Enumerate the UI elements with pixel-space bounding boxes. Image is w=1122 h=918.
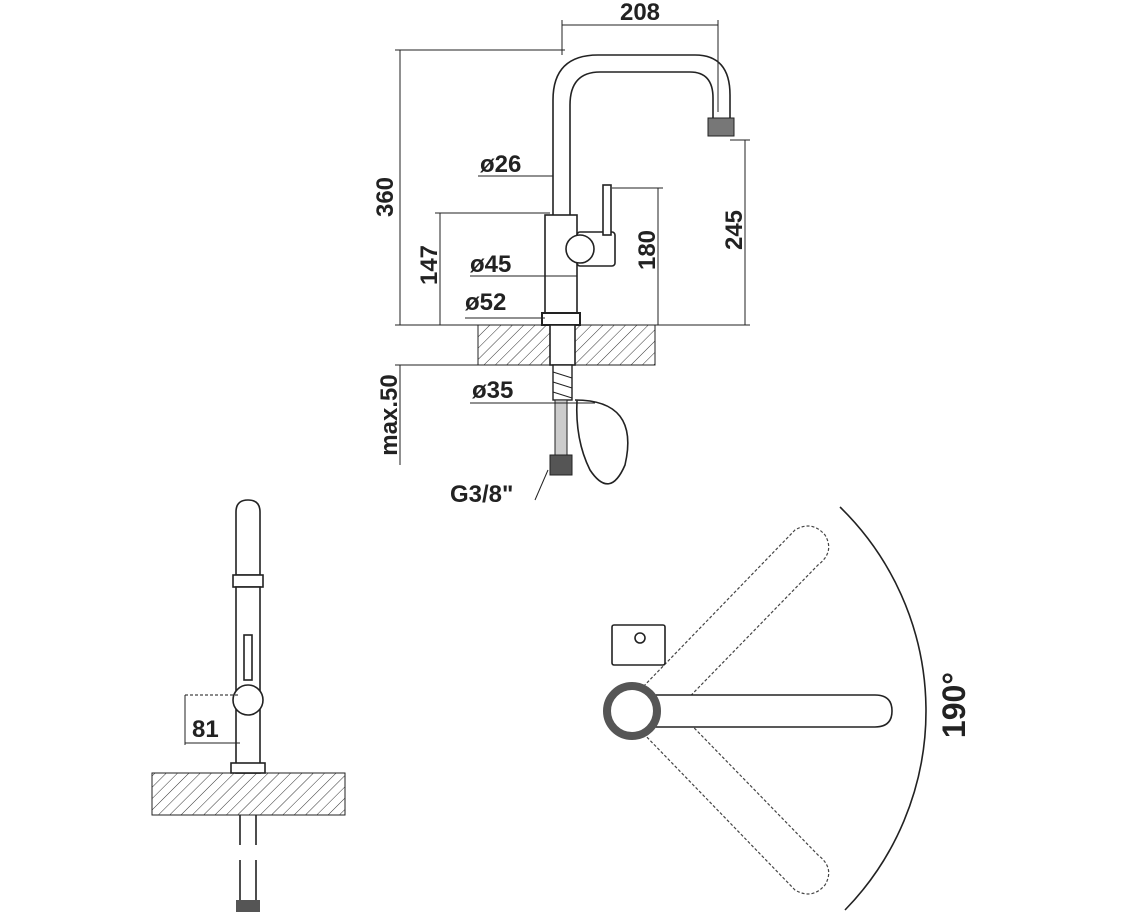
swivel-angle: 190°	[936, 672, 972, 738]
shank	[549, 324, 576, 366]
faucet-body	[544, 214, 578, 316]
base-ring	[541, 312, 581, 326]
dim-handle-height: 147	[416, 245, 443, 285]
side-view: 208 360 ø26 147 ø45 180 245 ø52 max.50 ø…	[372, 0, 750, 508]
dim-base-diameter: ø52	[465, 289, 506, 316]
aerator	[707, 117, 735, 137]
front-view: 81	[151, 499, 346, 912]
handle-front	[232, 684, 264, 716]
connection-thread: G3/8"	[450, 481, 513, 508]
hose-nut	[549, 454, 573, 476]
handle-lever	[602, 184, 612, 236]
pull-out-hose	[574, 399, 629, 485]
dim-countertop-max: max.50	[376, 374, 403, 455]
dim-spout-reach: 208	[620, 0, 660, 26]
handle-top	[611, 624, 666, 666]
dim-total-height: 360	[372, 177, 399, 217]
countertop-section-front	[151, 772, 346, 816]
spout	[552, 54, 731, 215]
dim-outlet-height: 245	[721, 210, 748, 250]
spout-position-upper	[639, 525, 830, 723]
dim-lever-height: 180	[634, 230, 661, 270]
swivel-arc	[839, 506, 927, 911]
top-view: 190°	[603, 506, 972, 911]
handle-hub	[565, 234, 595, 264]
dim-body-diameter: ø45	[470, 251, 511, 278]
supply-hose	[554, 399, 568, 456]
dim-handle-offset: 81	[192, 716, 219, 743]
spout-position-center	[629, 694, 893, 728]
spout-position-lower	[639, 697, 830, 895]
body-top	[603, 682, 661, 740]
dim-hole-diameter: ø35	[472, 377, 513, 404]
dim-spout-diameter: ø26	[480, 151, 521, 178]
spout-front	[235, 499, 261, 576]
